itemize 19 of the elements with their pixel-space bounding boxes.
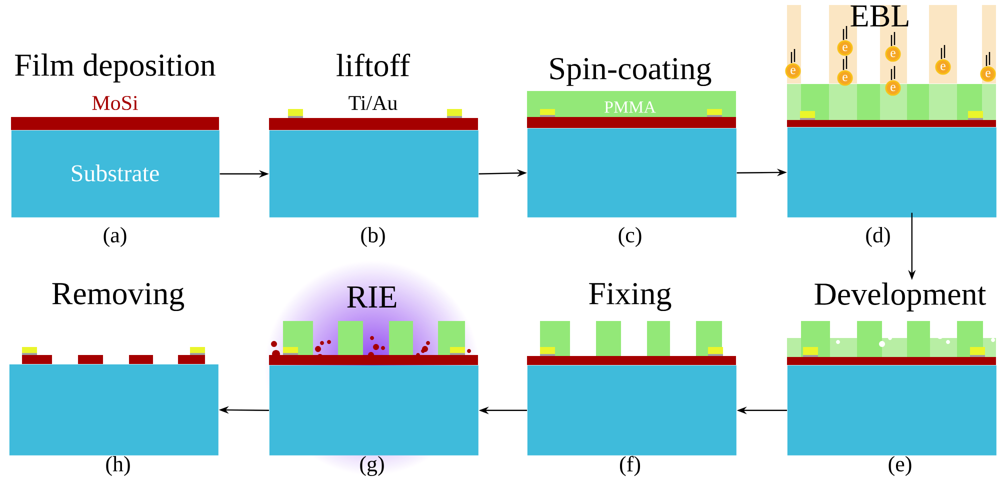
step-title: RIE: [347, 286, 396, 308]
layer-label: PMMA: [604, 101, 656, 113]
layer-label: Ti/Au: [348, 96, 398, 110]
panel-label: (f): [620, 456, 640, 476]
layer-label: MoSi: [92, 96, 138, 110]
panel-label: (h): [106, 456, 130, 476]
panel-label: (b): [361, 227, 385, 247]
panel-label: (a): [104, 227, 126, 247]
step-title: Development: [814, 282, 986, 312]
step-title: Film deposition: [15, 53, 216, 82]
panel-label: (d): [866, 227, 890, 247]
step-title: liftoff: [336, 54, 410, 76]
step-title: Spin-coating: [550, 58, 712, 86]
step-title: Fixing: [589, 282, 672, 312]
step-title: Removing: [52, 282, 184, 312]
panel-label: (c): [618, 227, 642, 247]
step-title: EBL: [850, 5, 908, 27]
panel-label: (e): [888, 456, 912, 476]
panel-label: (g): [360, 456, 384, 476]
